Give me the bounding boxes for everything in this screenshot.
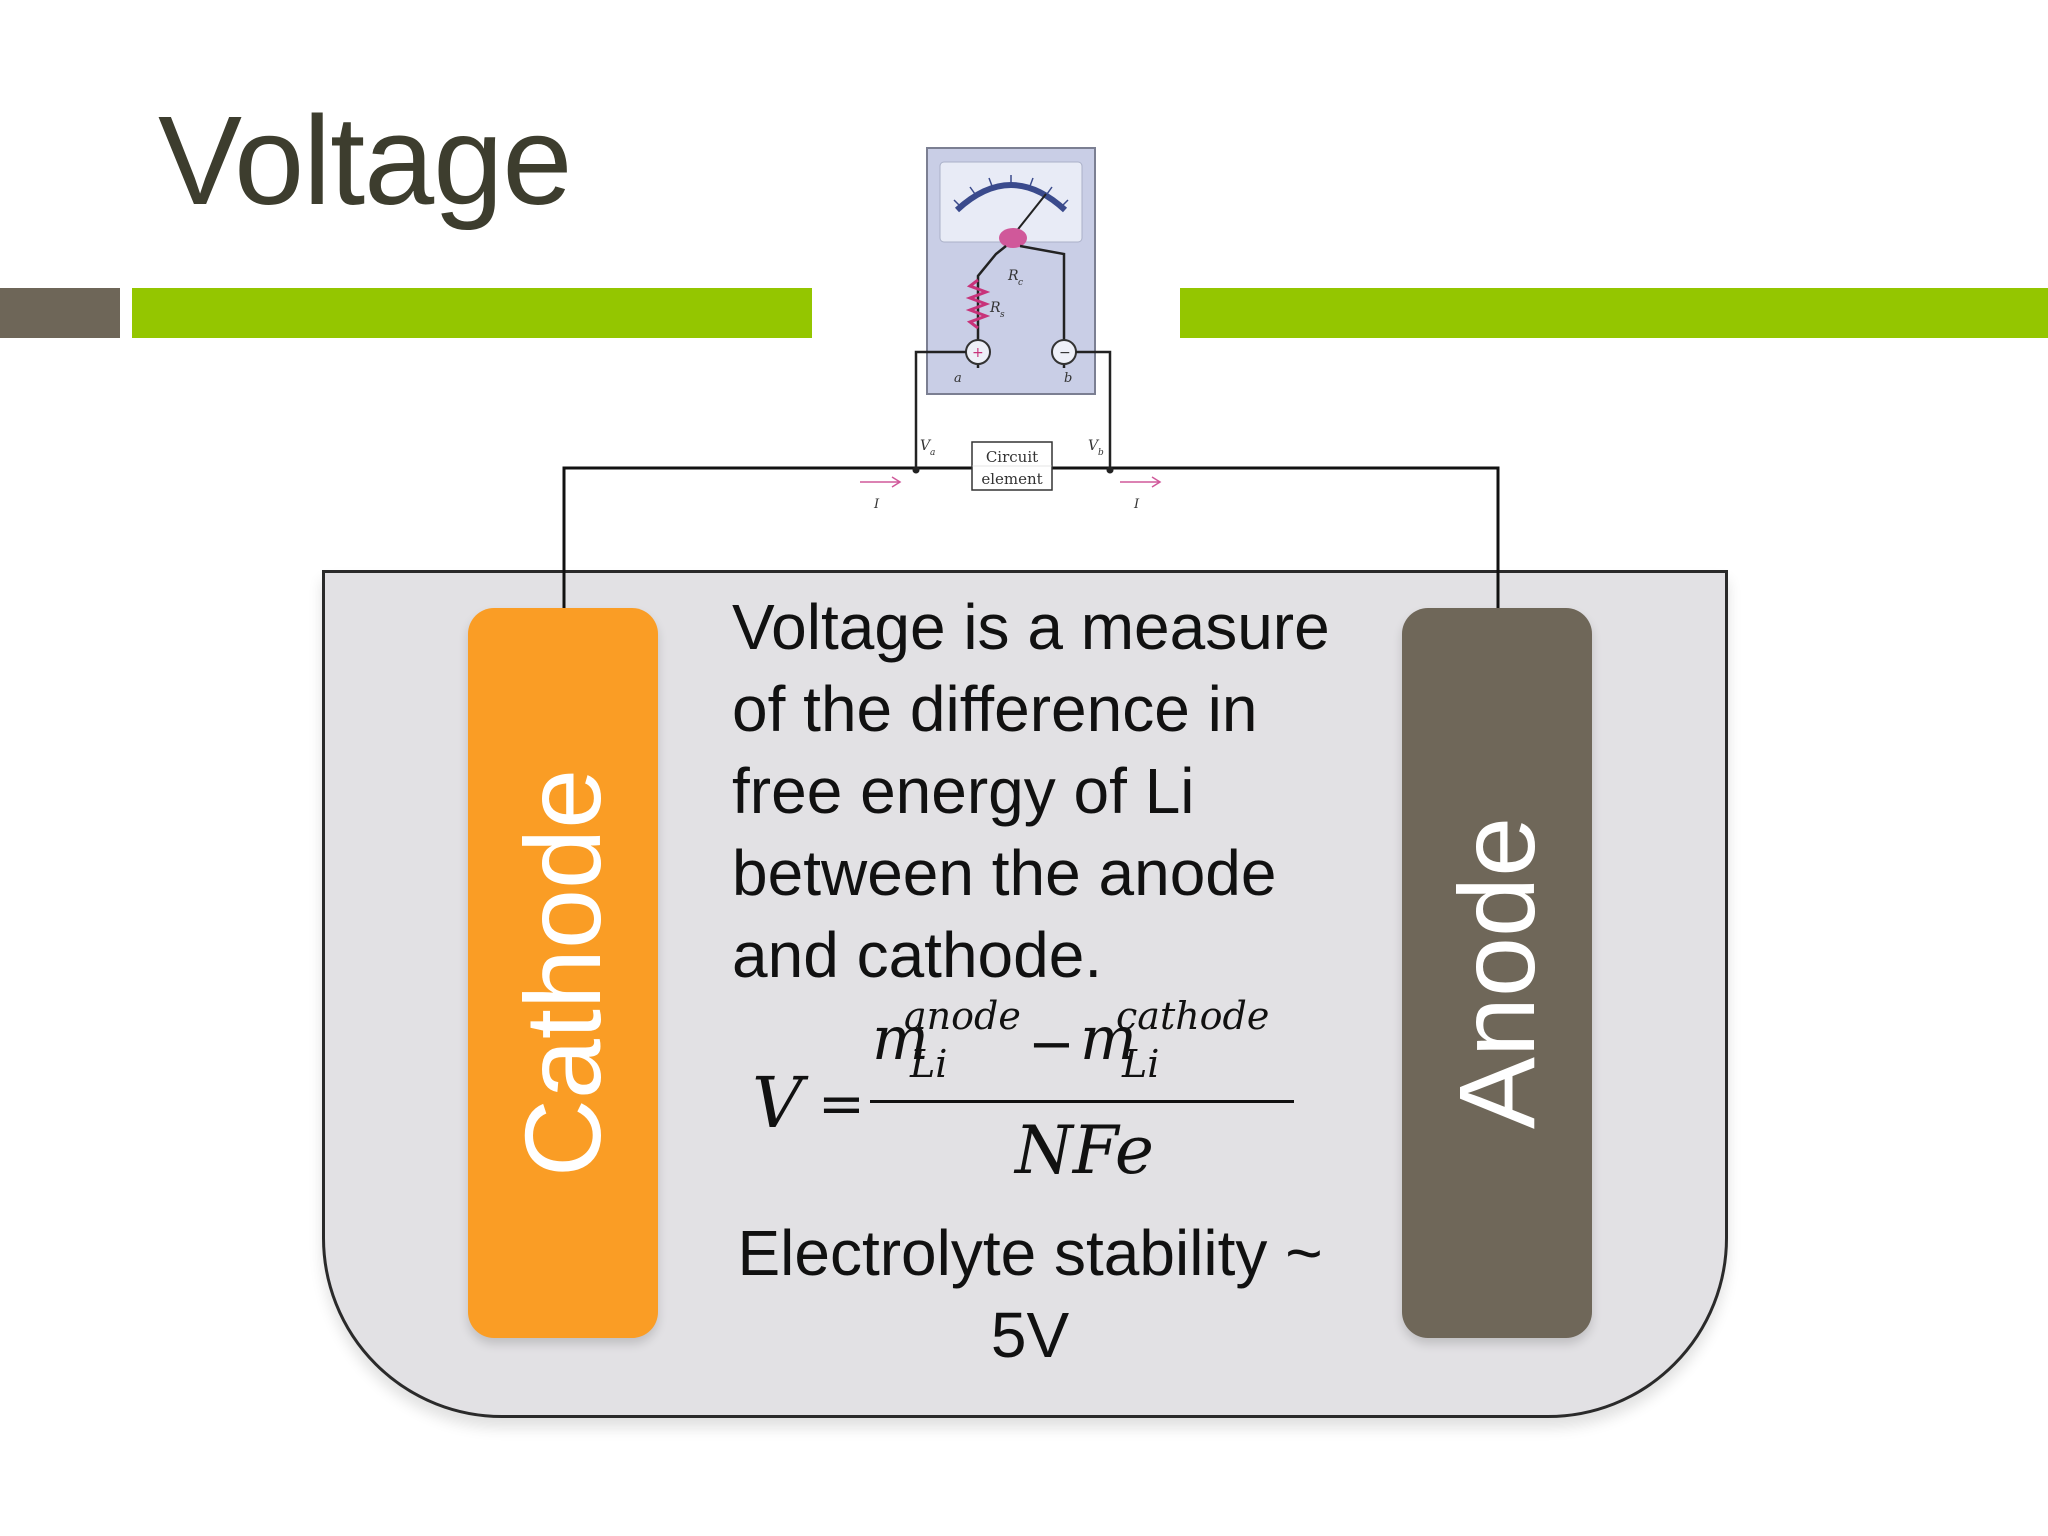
formula-term1-sup: anode [904,994,1021,1038]
voltage-description: Voltage is a measure of the difference i… [732,591,1330,991]
formula-term2-symbol: m [1080,1004,1137,1074]
accent-bar-green-left [132,288,812,338]
resistor-s-label: R [989,300,1001,316]
formula-term1-sub: Li [910,1042,948,1086]
terminal-b-label: b [1064,371,1072,386]
formula-term1-symbol: m [872,1004,929,1074]
anode-label: Anode [1436,816,1557,1130]
formula-minus: − [1028,1012,1075,1077]
circuit-label-line1: Circuit [986,448,1038,466]
cathode-electrode: Cathode [468,608,658,1338]
vb-sub: b [1098,448,1104,458]
accent-bar-green-right [1180,288,2048,338]
voltage-formula: V = m anode Li − m cathode Li NFe [740,994,1300,1200]
formula-term2-sub: Li [1122,1042,1160,1086]
accent-bar-gray [0,288,120,338]
terminal-a-label: a [954,371,962,386]
circuit-label-line2: element [981,470,1042,488]
formula-denominator: NFe [1015,1112,1154,1189]
voltmeter-illustration: R s R c + − a b V a V b Circuit element … [860,147,1162,512]
current-label-right: I [1133,497,1140,512]
vb-label: V [1088,438,1100,454]
svg-text:+: + [972,345,984,361]
formula-fraction-bar [870,1100,1294,1103]
formula-equals: = [818,1072,865,1137]
formula-term2-sup: cathode [1116,994,1270,1038]
svg-text:−: − [1059,345,1071,361]
resistor-c-label: R [1007,268,1019,284]
va-label: V [920,438,932,454]
resistor-c-sub: c [1018,278,1023,288]
anode-electrode: Anode [1402,608,1592,1338]
cathode-label: Cathode [502,768,623,1178]
va-sub: a [930,448,935,458]
resistor-s-sub: s [1000,310,1005,320]
formula-numerator: m anode Li − m cathode Li [868,994,1298,1100]
current-label-left: I [873,497,880,512]
formula-lhs: V [752,1062,803,1144]
electrolyte-stability-note: Electrolyte stability ~ 5V [737,1217,1323,1371]
slide-title: Voltage [158,90,572,231]
